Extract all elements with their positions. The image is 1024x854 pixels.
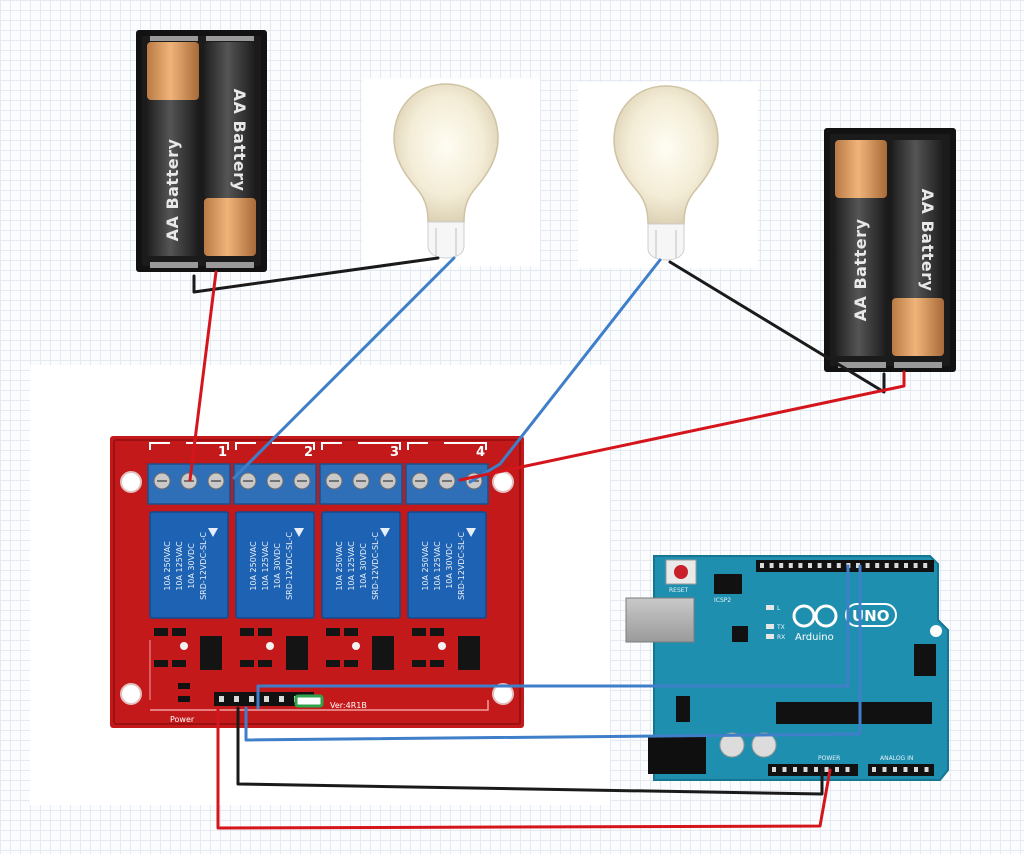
relay-spec-text: 10A 30VDC (359, 543, 368, 589)
right-battery-holder: AA Battery AA Battery (824, 128, 956, 372)
relay-body (149, 511, 229, 619)
right-battery-cell-2: AA Battery (892, 140, 944, 356)
analog-header-label: ANALOG IN (880, 755, 913, 762)
usb-connector (625, 597, 695, 643)
battery-label: AA Battery (851, 219, 870, 322)
relay-spec-text: SRD-12VDC-SL-C (371, 532, 380, 600)
power-label: Power (170, 715, 195, 724)
wire-blue-signal-in1 (256, 564, 850, 710)
wire-blue-signal-in2 (244, 564, 862, 742)
optocoupler (286, 636, 308, 670)
wire-black-gnd (236, 706, 824, 796)
relay-spec-text: 10A 30VDC (445, 543, 454, 589)
left-battery-holder: AA Battery AA Battery (136, 30, 267, 272)
optocoupler (372, 636, 394, 670)
icsp-label: ICSP2 (714, 597, 731, 604)
arduino-brand: Arduino (795, 632, 834, 643)
relay-spec-text: 10A 250VAC (335, 541, 344, 591)
microcontroller (776, 702, 932, 724)
relay-spec-text: 10A 125VAC (261, 541, 270, 591)
wire-blue-left-bulb-to-relay-1 (232, 256, 456, 480)
optocoupler (458, 636, 480, 670)
wire-black-right-bulb-to-right-battery (668, 260, 886, 394)
right-battery-cell-1: AA Battery (835, 140, 887, 356)
left-light-bulb (393, 83, 499, 259)
arduino-uno: RESET ICSP2 L TX RX Arduino UNO (625, 555, 949, 781)
optocoupler (200, 636, 222, 670)
channel-number: 3 (390, 445, 399, 460)
reset-label: RESET (669, 587, 689, 594)
mounting-hole (492, 683, 514, 705)
battery-label: AA Battery (230, 89, 249, 192)
wire-red-vcc (216, 706, 832, 830)
left-battery-cell-1: AA Battery (147, 42, 199, 256)
relay-body (235, 511, 315, 619)
wire-black-left-battery-to-left-bulb (192, 256, 440, 294)
wires (188, 256, 906, 830)
channel-number: 4 (476, 445, 485, 460)
smd-components (178, 683, 190, 702)
relay-spec-text: SRD-12VDC-SL-C (285, 532, 294, 600)
right-light-bulb (613, 85, 719, 261)
battery-label: AA Battery (918, 189, 937, 292)
arduino-model: UNO (852, 607, 890, 625)
led-label-tx: TX (776, 624, 785, 631)
reset-button (665, 559, 697, 585)
dc-jack (648, 736, 706, 774)
version-label: Ver:4R1B (330, 701, 367, 710)
mounting-hole (120, 471, 142, 493)
relay-spec-text: 10A 250VAC (249, 541, 258, 591)
relay-spec-text: SRD-12VDC-SL-C (199, 532, 208, 600)
left-battery-cell-2: AA Battery (204, 42, 256, 256)
relay-spec-text: 10A 30VDC (273, 543, 282, 589)
battery-label: AA Battery (163, 139, 182, 242)
relay-body (321, 511, 401, 619)
led-label-l: L (777, 605, 781, 612)
relay-spec-text: 10A 250VAC (421, 541, 430, 591)
mounting-hole (492, 471, 514, 493)
power-header (768, 764, 858, 776)
led-label-rx: RX (777, 634, 785, 641)
relay-body (407, 511, 487, 619)
relay-spec-text: 10A 125VAC (347, 541, 356, 591)
arduino-logo: Arduino (792, 604, 838, 643)
channel-number: 1 (218, 445, 227, 460)
relay-spec-text: 10A 250VAC (163, 541, 172, 591)
wire-red-left-battery-to-relay-1 (188, 270, 218, 482)
channel-number: 2 (304, 445, 313, 460)
icsp-header (914, 644, 936, 676)
wire-red-right-battery-to-relay-4 (458, 370, 906, 482)
relay-spec-text: 10A 125VAC (433, 541, 442, 591)
mounting-hole (120, 683, 142, 705)
analog-header (868, 764, 934, 776)
jumper (294, 694, 324, 708)
relay-spec-text: 10A 125VAC (175, 541, 184, 591)
power-header-label: POWER (818, 755, 840, 762)
relay-spec-text: 10A 30VDC (187, 543, 196, 589)
relay-spec-text: SRD-12VDC-SL-C (457, 532, 466, 600)
